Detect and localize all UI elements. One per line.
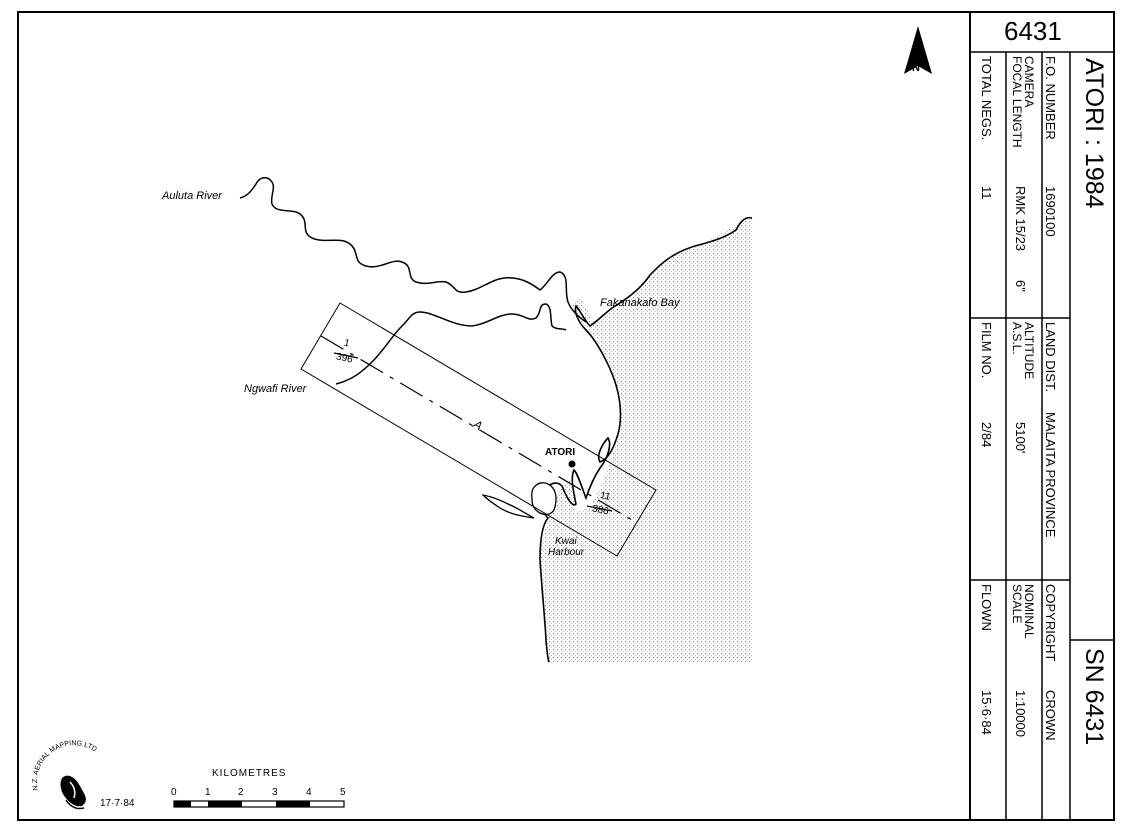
maker-logo bbox=[60, 775, 86, 810]
map-date: 17·7·84 bbox=[100, 798, 135, 809]
kwai-island bbox=[531, 482, 557, 516]
asl-label: A.S.L. bbox=[1010, 322, 1024, 355]
total-negs-label: TOTAL NEGS. bbox=[979, 56, 994, 141]
north-arrow-icon bbox=[904, 26, 932, 74]
focal-length-label: FOCAL LENGTH bbox=[1010, 56, 1024, 148]
flight-line bbox=[320, 335, 638, 524]
label-atori: ATORI bbox=[545, 447, 576, 458]
scale-tick-2: 2 bbox=[238, 787, 244, 798]
label-fakanakafo-bay: Fakanakafo Bay bbox=[600, 297, 680, 309]
flown-label: FLOWN bbox=[979, 584, 994, 631]
land-dist-value: MALAITA PROVINCE bbox=[1043, 412, 1058, 538]
scale-tick-0: 0 bbox=[171, 787, 177, 798]
altitude-label: ALTITUDE bbox=[1022, 322, 1036, 380]
scale-label: SCALE bbox=[1010, 584, 1024, 624]
nominal-label: NOMINAL bbox=[1022, 584, 1036, 639]
copyright-label: COPYRIGHT bbox=[1043, 584, 1058, 662]
atori-dot bbox=[568, 460, 576, 468]
sortie-number: 6431 bbox=[1004, 16, 1062, 46]
scale-tick-4: 4 bbox=[306, 787, 312, 798]
scale-value: 1:10000 bbox=[1013, 690, 1028, 737]
total-negs-value: 11 bbox=[979, 186, 994, 200]
sheet-sn: SN 6431 bbox=[1080, 648, 1108, 746]
auluta-river bbox=[239, 177, 587, 323]
copyright-value: CROWN bbox=[1043, 690, 1058, 741]
fo-number-label: F.O. NUMBER bbox=[1043, 56, 1058, 140]
altitude-value: 5100' bbox=[1013, 422, 1028, 454]
ngwafi-river bbox=[335, 303, 567, 385]
sheet-title: ATORI : 1984 bbox=[1080, 58, 1108, 209]
flown-value: 15·6·84 bbox=[979, 690, 994, 735]
film-no-value: 2/84 bbox=[979, 422, 994, 448]
scale-tick-5: 5 bbox=[340, 787, 346, 798]
film-no-label: FILM NO. bbox=[979, 322, 994, 379]
label-kwai: Kwai bbox=[555, 536, 577, 547]
fo-number-value: 1690100 bbox=[1043, 186, 1058, 237]
camera-label: CAMERA bbox=[1022, 56, 1036, 108]
land-dist-label: LAND DIST. bbox=[1043, 322, 1058, 393]
frame-start-bar bbox=[333, 352, 359, 359]
scale-tick-1: 1 bbox=[205, 787, 211, 798]
flight-strip bbox=[300, 302, 657, 557]
kwai-inlet bbox=[481, 494, 535, 519]
focal-length-value: 6" bbox=[1013, 280, 1028, 292]
scale-bar bbox=[173, 800, 345, 808]
scale-tick-3: 3 bbox=[272, 787, 278, 798]
map-frame bbox=[17, 11, 1115, 821]
label-harbour: Harbour bbox=[548, 547, 585, 558]
camera-value: RMK 15/23 bbox=[1013, 186, 1028, 252]
label-ngwafi-river: Ngwafi River bbox=[244, 383, 307, 395]
frame-end-bar bbox=[586, 505, 613, 512]
north-label: N bbox=[912, 62, 920, 74]
label-auluta-river: Auluta River bbox=[162, 190, 222, 202]
sea-area bbox=[538, 218, 752, 662]
scale-bar-title: KILOMETRES bbox=[212, 768, 287, 779]
